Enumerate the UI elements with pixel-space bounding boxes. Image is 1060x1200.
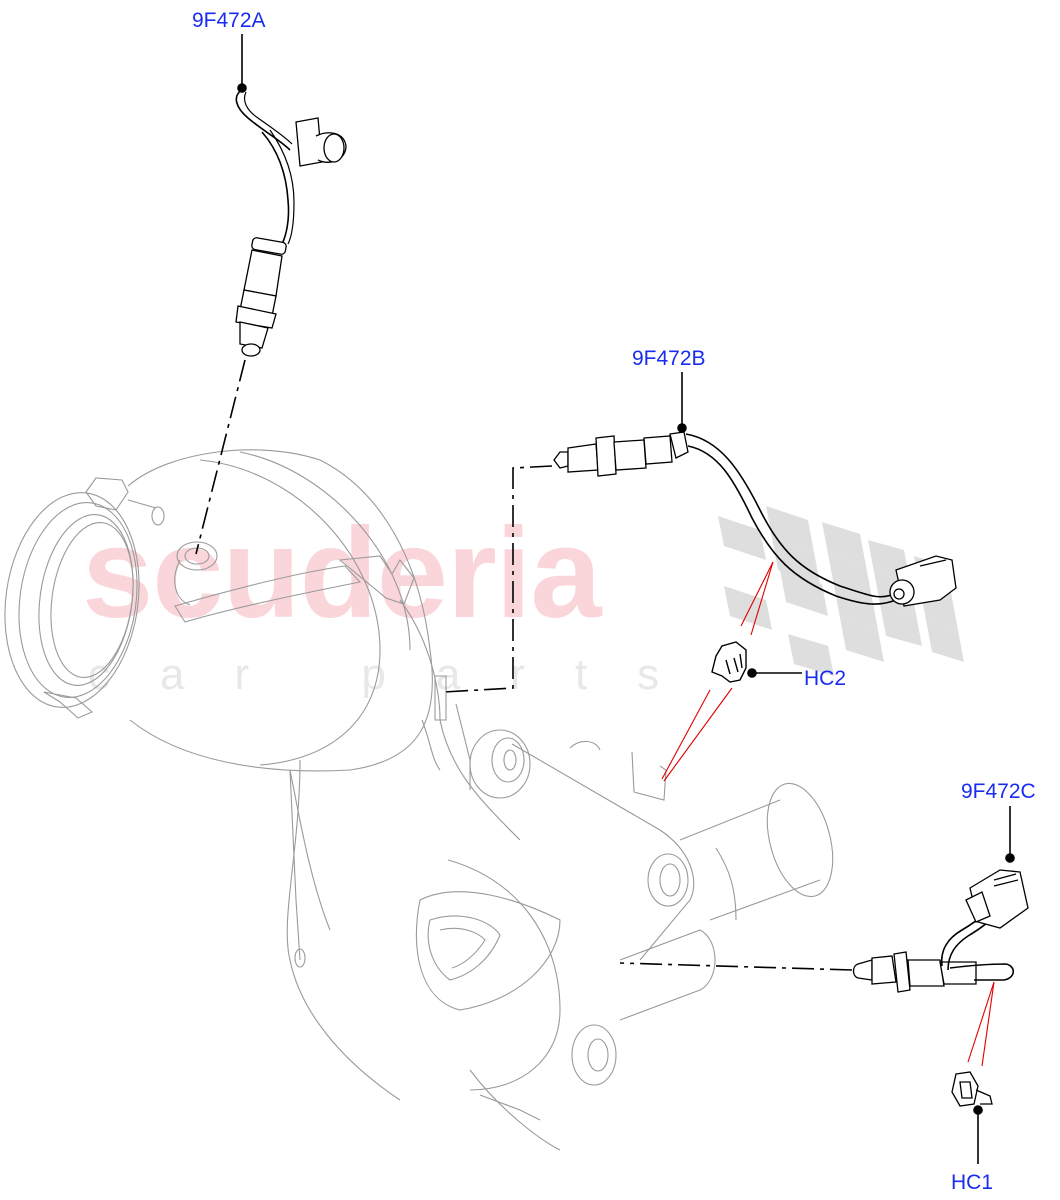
oxygen-sensor-9F472B <box>553 431 957 607</box>
watermark-main: scuderia <box>82 502 601 645</box>
callout-HC1[interactable]: HC1 <box>951 1171 994 1194</box>
harness-clip-HC1 <box>951 1071 993 1107</box>
relation-lines <box>661 561 995 1067</box>
assembly-lines <box>195 359 853 971</box>
callout-9F472A[interactable]: 9F472A <box>192 9 266 32</box>
callout-HC2[interactable]: HC2 <box>804 667 847 690</box>
callout-9F472C[interactable]: 9F472C <box>961 780 1036 803</box>
oxygen-sensor-9F472C <box>852 869 1029 993</box>
catalytic-converter-assembly <box>4 449 834 1151</box>
checkered-flag-watermark <box>718 506 964 676</box>
harness-clip-HC2 <box>711 641 747 683</box>
leader-lines <box>237 34 1015 1164</box>
oxygen-sensor-9F472A <box>235 89 347 357</box>
callout-9F472B[interactable]: 9F472B <box>632 347 706 370</box>
